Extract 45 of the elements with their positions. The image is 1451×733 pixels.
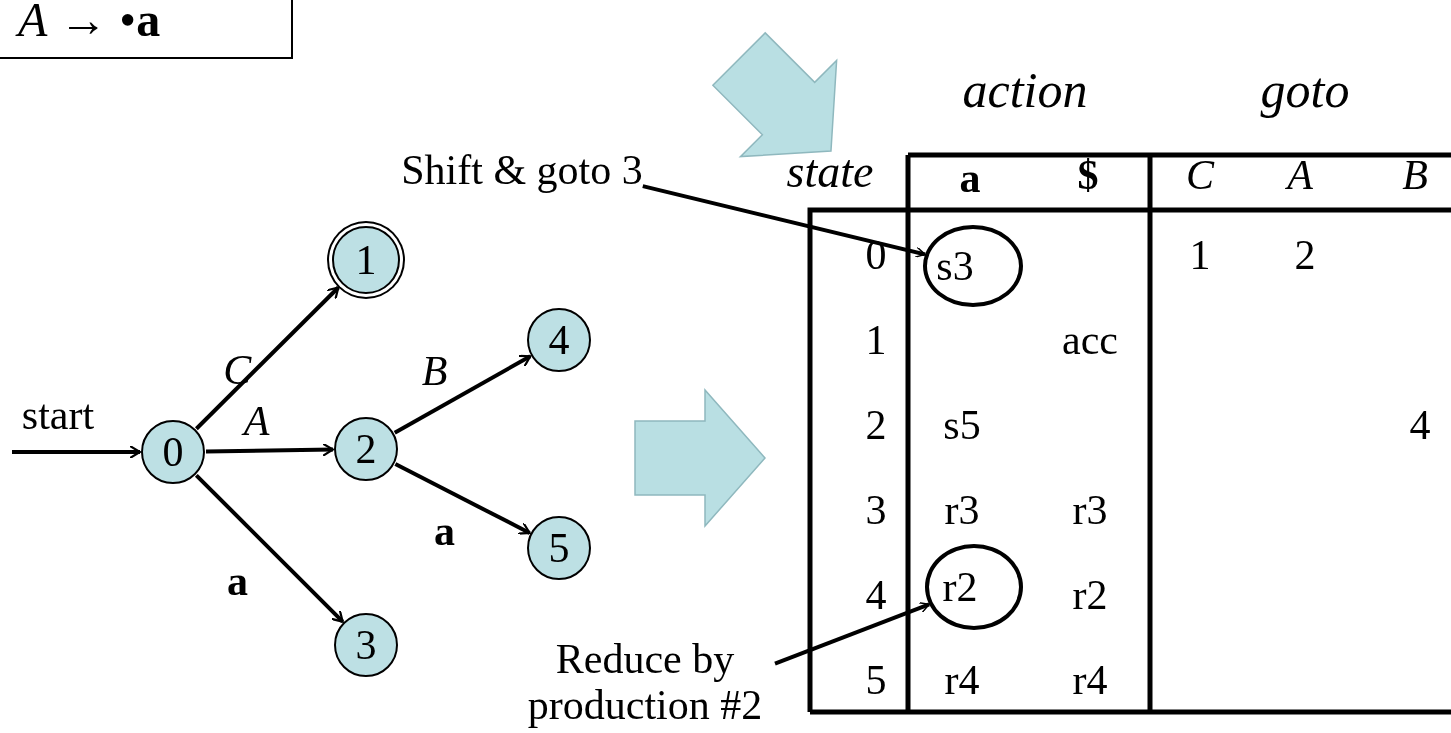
transition-arrow [393,354,532,435]
transition-arrow [194,473,345,624]
transition-arrow [12,444,142,460]
circled-table-entry: s3 [923,225,1023,307]
item-box: A → •a [0,0,293,59]
leader-line [642,184,926,258]
table-entry: r3 [944,489,980,531]
edge-label: start [21,394,95,436]
annotation-text: Reduce by production #2 [515,635,775,729]
edge-label: a [227,559,248,602]
table-entry: r4 [1072,659,1108,701]
table-entry: 2 [1294,234,1316,276]
state-circle: 3 [334,613,398,677]
column-heading: $ [1077,154,1099,196]
column-heading: B [1402,154,1428,196]
table-entry: 2 [865,404,887,446]
transition-arrow [195,286,340,431]
circled-table-entry: r2 [925,544,1023,630]
state-circle: 4 [527,308,591,372]
column-heading: A [1287,154,1313,196]
edge-label: B [421,349,448,392]
table-entry: 1 [865,319,887,361]
table-entry: r2 [1072,574,1108,616]
table-entry: r4 [944,659,980,701]
table-entry: 4 [865,574,887,616]
leader-line [774,602,930,666]
edge-label: A [243,399,270,442]
table-entry: 3 [865,489,887,531]
table-entry: 1 [1189,234,1211,276]
annotation-text: Shift & goto 3 [401,146,643,194]
state-circle: 5 [527,516,591,580]
state-circle: 2 [334,417,398,481]
column-heading: state [786,149,874,195]
table-entry: acc [1062,319,1118,361]
column-heading: C [1186,154,1214,196]
table-entry: s5 [943,404,981,446]
edge-label: a [434,509,455,552]
table-entry: r3 [1072,489,1108,531]
transition-arrow [394,462,531,535]
state-circle: 0 [141,420,205,484]
table-entry: 5 [865,659,887,701]
table-entry: 4 [1409,404,1431,446]
transition-arrow [205,442,335,457]
column-group-heading: action [962,65,1088,115]
column-heading: a [959,157,981,199]
